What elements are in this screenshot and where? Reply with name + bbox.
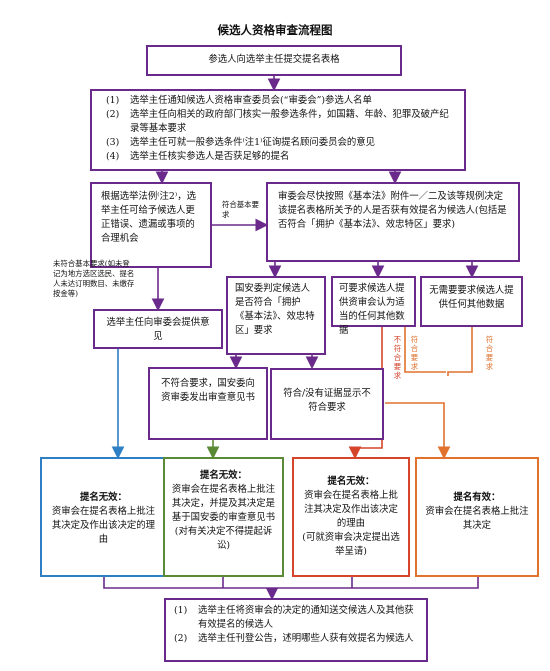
correction-box: 根据选举法例⁽注2⁾，选举主任可给予候选人更正错误、遗漏或事项的合理机会 bbox=[90, 182, 212, 268]
valid-box: 提名有效： 资审会在提名表格上批注其决定 bbox=[415, 457, 539, 577]
v-ok2-label: 符合要求 bbox=[485, 335, 494, 371]
nsc-text: 国安委判定候选人是否符合「拥护《基本法》、效忠特区」要求 bbox=[235, 283, 315, 336]
invalid-c-box: 提名无效： 资审会在提名表格上批注其决定及作出该决定的理由 (可就资审会决定提出… bbox=[292, 457, 410, 577]
final-item: (2)选举主任刊登公告，述明哪些人获有效提名为候选人 bbox=[174, 633, 414, 644]
invalid-a-body: 资审会在提名表格上批注其决定及作出该决定的理由 bbox=[51, 506, 156, 545]
final-item: (1)选举主任将资审会的决定的通知送交候选人及其他获有效提名的候选人 bbox=[174, 605, 414, 630]
invalid-c-body: 资审会在提名表格上批注其决定及作出该决定的理由 bbox=[304, 490, 398, 529]
correction-text: 根据选举法例⁽注2⁾，选举主任可给予候选人更正错误、遗漏或事项的合理机会 bbox=[101, 191, 196, 244]
submit-box: 参选人向选举主任提交提名表格 bbox=[146, 45, 402, 76]
submit-text: 参选人向选举主任提交提名表格 bbox=[208, 54, 340, 65]
arrow-insufficient-valid bbox=[385, 402, 451, 460]
step-item: (4)选举主任核实参选人是否获足够的提名 bbox=[106, 151, 290, 162]
arrow-invalid-a-final bbox=[103, 577, 272, 589]
review-text: 审委会尽快按照《基本法》附件一／二及该等规例决定该提名表格所关予的人是否获有效提… bbox=[278, 191, 507, 230]
v-ok1-label: 符合要求 bbox=[410, 335, 419, 371]
not-meet-basic-label: 未符合基本要求(如未登记为地方选区选民、提名人未达订明数目、未缴存按金等) bbox=[53, 259, 135, 298]
arrow-noneed-valid bbox=[447, 306, 473, 376]
no-need-text: 无需要要求候选人提供任何其他数据 bbox=[429, 285, 514, 310]
arrow-valid-final bbox=[272, 577, 479, 589]
review-box: 审委会尽快按照《基本法》附件一／二及该等规例决定该提名表格所关予的人是否获有效提… bbox=[266, 182, 520, 262]
meets-basic-label: 符合基本要求 bbox=[222, 200, 259, 219]
nsc-fail-text: 不符合要求，国安委向资审委发出审查意见书 bbox=[161, 378, 255, 403]
valid-body: 资审会在提名表格上批注其决定 bbox=[425, 506, 529, 531]
invalid-c-head: 提名无效： bbox=[327, 476, 375, 487]
invalid-b-body: 资审会在提名表格上批注其决定，并提及其决定是基于国安委的审查意见书 bbox=[171, 484, 276, 523]
steps-box: (1)选举主任通知候选人资格审查委员会(“审委会”)参选人名单 (2)选举主任向… bbox=[90, 89, 466, 171]
advice-text: 选举主任向审委会提供意见 bbox=[106, 317, 210, 342]
invalid-a-head: 提名无效： bbox=[80, 492, 127, 503]
invalid-b-head: 提名无效： bbox=[200, 470, 247, 481]
insufficient-box: 符合/没有证据显示不符合要求 bbox=[270, 368, 384, 440]
invalid-b-box: 提名无效： 资审会在提名表格上批注其决定，并提及其决定是基于国安委的审查意见书 … bbox=[163, 457, 284, 577]
page-title: 候选人资格审查流程图 bbox=[217, 23, 333, 37]
request-data-text: 可要求候选人提供资审会认为适当的任何其他数据 bbox=[339, 283, 405, 336]
invalid-a-box: 提名无效： 资审会在提名表格上批注其决定及作出该决定的理由 bbox=[40, 457, 167, 577]
nsc-fail-box: 不符合要求，国安委向资审委发出审查意见书 bbox=[148, 367, 268, 440]
step-item: (3)选举主任可就一般参选条件⁽注1⁾征询提名顾问委员会的意见 bbox=[106, 137, 375, 148]
step-item: (2)选举主任向相关的政府部门核实一般参选条件，如国籍、年龄、犯罪及破产纪录等基… bbox=[106, 109, 449, 134]
final-list: (1)选举主任将资审会的决定的通知送交候选人及其他获有效提名的候选人 (2)选举… bbox=[174, 604, 418, 646]
final-box: (1)选举主任将资审会的决定的通知送交候选人及其他获有效提名的候选人 (2)选举… bbox=[164, 598, 428, 662]
v-fail-label: 不符合要求 bbox=[393, 335, 402, 380]
invalid-b-note: (对有关决定不得提起诉讼) bbox=[174, 526, 273, 551]
invalid-c-note: (可就资审会决定提出选举呈请) bbox=[302, 532, 400, 557]
valid-head: 提名有效： bbox=[453, 492, 501, 503]
nsc-box: 国安委判定候选人是否符合「拥护《基本法》、效忠特区」要求 bbox=[226, 276, 326, 355]
arrow-request-valid bbox=[404, 327, 446, 373]
insufficient-text: 符合/没有证据显示不符合要求 bbox=[283, 388, 371, 413]
steps-list: (1)选举主任通知候选人资格审查委员会(“审委会”)参选人名单 (2)选举主任向… bbox=[106, 94, 456, 164]
request-data-box: 可要求候选人提供资审会认为适当的任何其他数据 bbox=[331, 276, 416, 336]
step-item: (1)选举主任通知候选人资格审查委员会(“审委会”)参选人名单 bbox=[106, 95, 372, 106]
no-need-box: 无需要要求候选人提供任何其他数据 bbox=[420, 276, 523, 327]
advice-box: 选举主任向审委会提供意见 bbox=[93, 309, 223, 349]
